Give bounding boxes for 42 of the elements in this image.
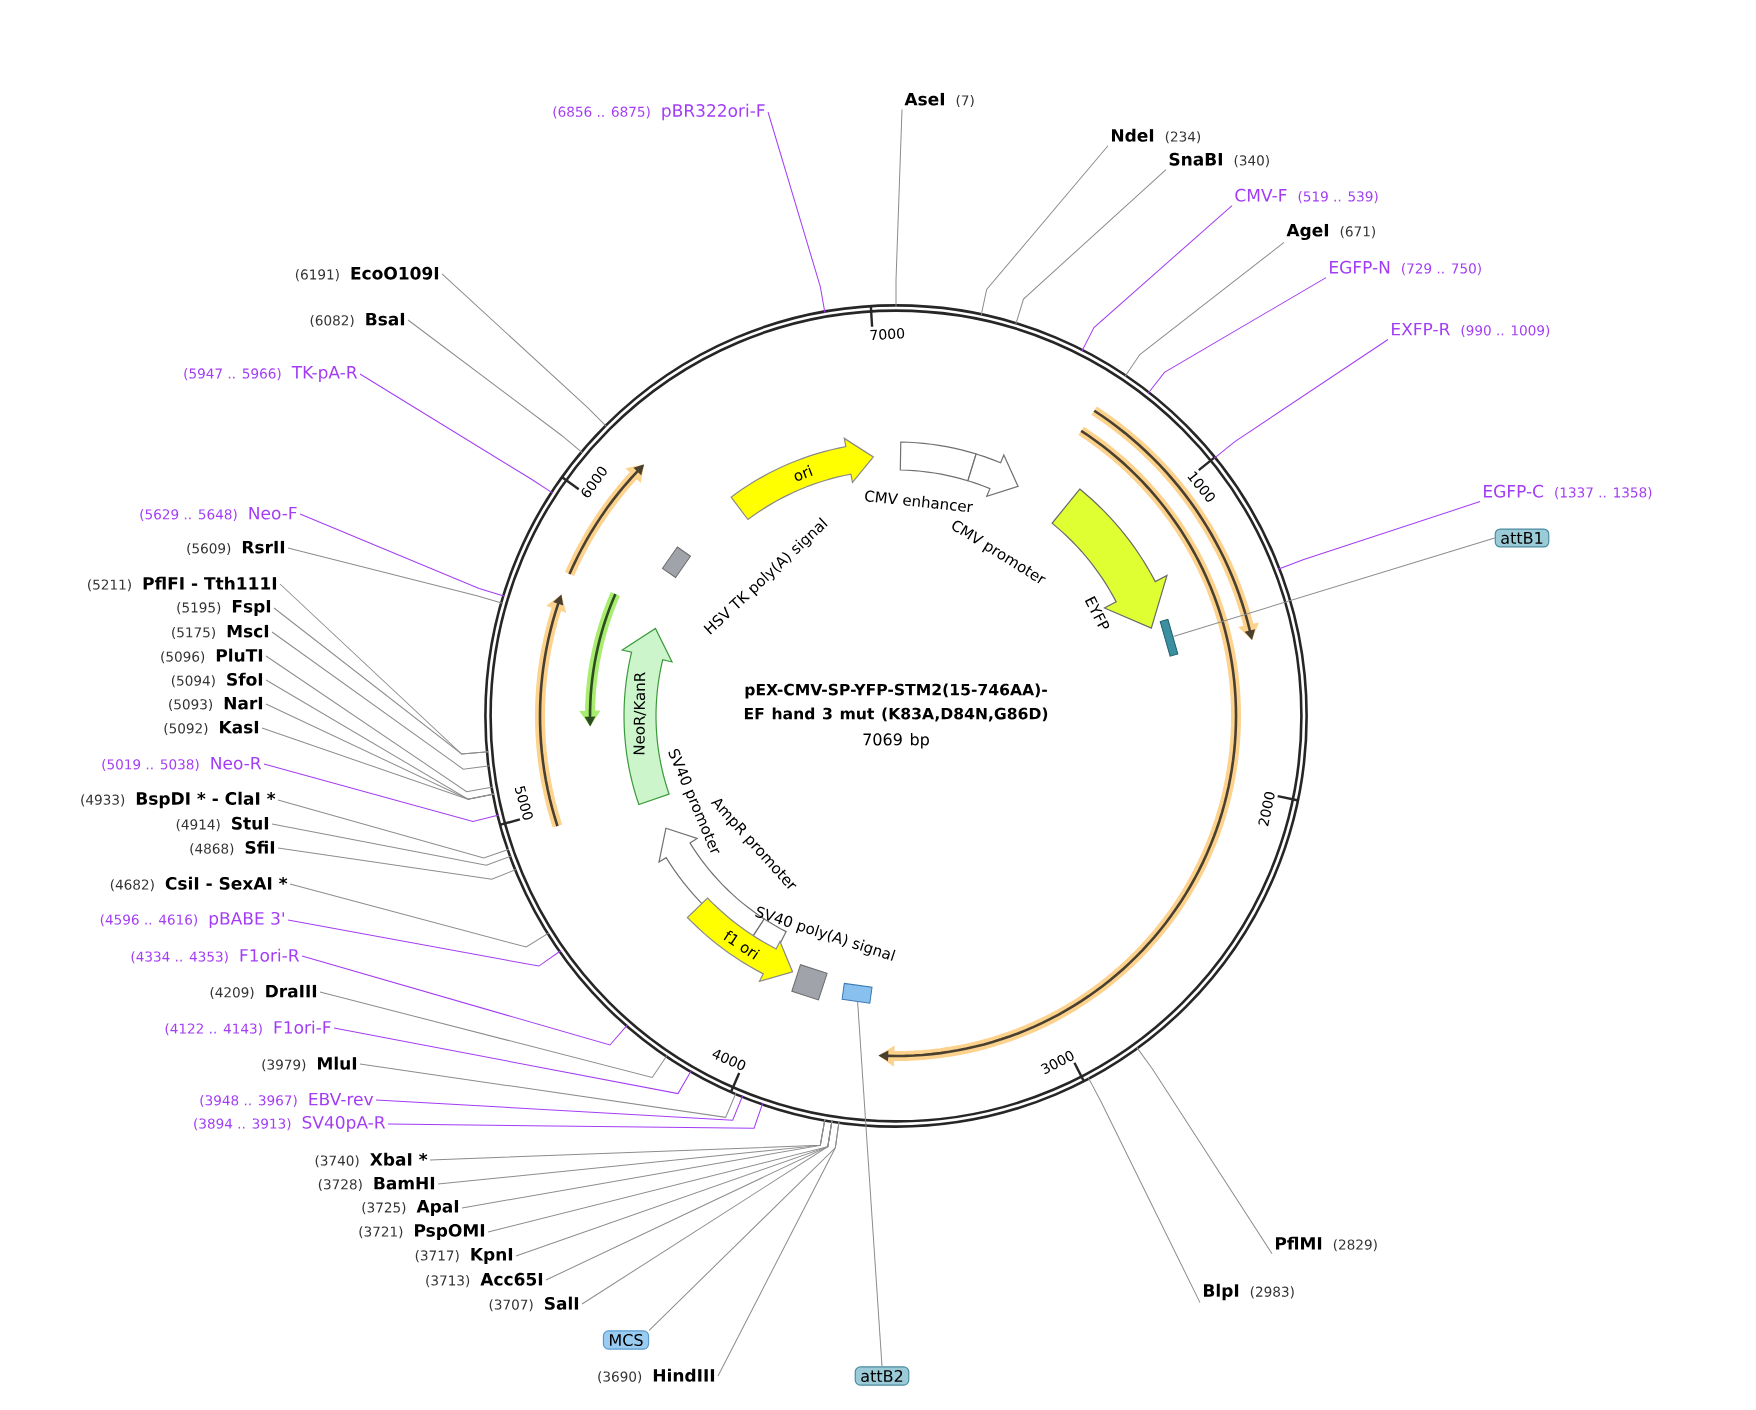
leader-line <box>387 1102 764 1129</box>
leader-line <box>271 631 491 770</box>
leader-line <box>301 955 628 1046</box>
leader-line <box>429 1118 826 1161</box>
leader-line <box>271 823 512 866</box>
leader-line <box>333 1027 692 1095</box>
leader-line <box>359 1063 737 1118</box>
leader-line <box>299 513 506 597</box>
leader-line <box>375 1095 744 1121</box>
leader-line <box>1124 241 1285 378</box>
leader-line <box>407 319 583 454</box>
leader-line <box>279 583 489 755</box>
feature-tag: attB2 <box>854 1366 910 1386</box>
leader-line <box>895 109 903 308</box>
leader-line <box>648 1120 840 1331</box>
leader-line <box>1087 1076 1201 1304</box>
leader-line <box>487 1119 833 1233</box>
feature-box <box>841 982 873 1004</box>
leader-line <box>1015 169 1167 326</box>
feature-tag: attB1 <box>1494 528 1550 548</box>
leader-line <box>980 145 1109 317</box>
leader-line <box>277 847 517 880</box>
feature-tag: MCS <box>602 1330 650 1350</box>
leader-line <box>359 373 554 494</box>
leader-line <box>857 1001 883 1367</box>
leader-line <box>265 655 494 793</box>
leader-line <box>319 991 668 1078</box>
leader-line <box>287 919 562 967</box>
leader-line <box>289 883 550 948</box>
leader-line <box>1172 537 1496 637</box>
feature-box <box>1159 618 1179 657</box>
leader-line <box>287 547 504 604</box>
leader-line <box>265 679 495 800</box>
leader-line <box>1277 501 1481 570</box>
leader-line <box>263 763 500 822</box>
leader-line <box>1136 1046 1273 1255</box>
leader-line <box>441 273 608 428</box>
leader-line <box>1147 277 1327 394</box>
leader-line <box>767 111 826 314</box>
leader-line <box>277 799 510 859</box>
leader-line <box>1081 205 1233 352</box>
leader-line <box>1213 339 1389 459</box>
